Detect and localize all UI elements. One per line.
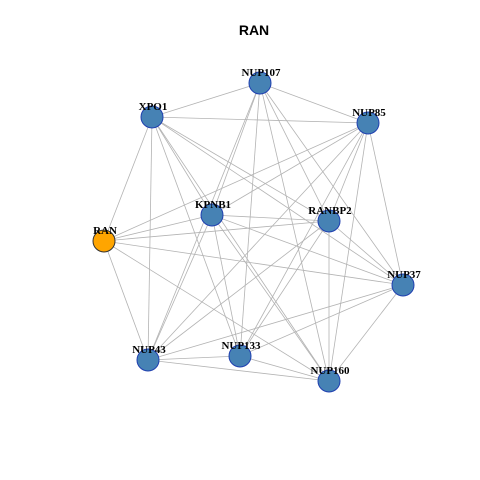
edge-nup85-ranbp2 [328, 122, 369, 222]
node-label-nup160: NUP160 [310, 365, 350, 377]
edge-ranbp2-ran [103, 220, 330, 242]
edge-xpo1-nup85 [151, 116, 369, 124]
node-layer [92, 71, 415, 393]
node-kpnb1[interactable] [200, 203, 224, 227]
edge-xpo1-kpnb1 [151, 116, 213, 216]
edge-kpnb1-nup133 [211, 214, 241, 357]
node-label-nup85: NUP85 [352, 107, 386, 119]
edge-xpo1-nup43 [147, 116, 153, 361]
node-label-kpnb1: KPNB1 [195, 199, 231, 211]
edge-nup85-nup133 [239, 122, 369, 357]
node-label-xpo1: XPO1 [139, 101, 168, 113]
edge-nup85-ran [103, 122, 369, 242]
node-nup43[interactable] [136, 348, 160, 372]
edge-ran-nup37 [103, 240, 404, 286]
node-xpo1[interactable] [140, 105, 164, 129]
edge-nup107-xpo1 [151, 82, 261, 118]
edge-nup107-nup160 [259, 82, 330, 382]
edge-nup37-nup133 [239, 284, 404, 357]
edge-nup37-nup43 [147, 284, 404, 361]
node-ran[interactable] [92, 229, 116, 253]
edge-ran-nup43 [103, 240, 149, 361]
edge-kpnb1-nup37 [211, 214, 404, 286]
node-nup160[interactable] [317, 369, 341, 393]
edge-nup107-ranbp2 [259, 82, 330, 222]
node-label-nup107: NUP107 [241, 67, 281, 79]
edge-layer [103, 82, 404, 382]
edge-xpo1-nup37 [151, 116, 404, 286]
edge-nup37-nup160 [328, 284, 404, 382]
node-nup133[interactable] [228, 344, 252, 368]
node-label-nup37: NUP37 [387, 269, 421, 281]
node-label-ranbp2: RANBP2 [308, 205, 352, 217]
graph-title: RAN [239, 22, 269, 38]
edge-nup107-kpnb1 [211, 82, 261, 216]
node-ranbp2[interactable] [317, 209, 341, 233]
edge-xpo1-nup160 [151, 116, 330, 382]
edge-nup43-nup160 [147, 359, 330, 382]
edge-nup107-nup37 [259, 82, 404, 286]
edge-nup85-nup43 [147, 122, 369, 361]
edge-xpo1-ranbp2 [151, 116, 330, 222]
edge-ranbp2-nup43 [147, 220, 330, 361]
edge-nup107-nup133 [239, 82, 261, 357]
node-label-ran: RAN [93, 225, 117, 237]
edge-nup85-nup160 [328, 122, 369, 382]
edge-kpnb1-nup160 [211, 214, 330, 382]
edge-kpnb1-nup43 [147, 214, 213, 361]
node-nup107[interactable] [248, 71, 272, 95]
node-label-nup133: NUP133 [221, 340, 261, 352]
edge-nup133-nup160 [239, 355, 330, 382]
edge-nup43-nup133 [147, 355, 241, 361]
edge-ranbp2-nup37 [328, 220, 404, 286]
edge-ran-nup160 [103, 240, 330, 382]
edge-nup85-nup37 [367, 122, 404, 286]
edge-kpnb1-ranbp2 [211, 214, 330, 222]
edge-xpo1-ran [103, 116, 153, 242]
node-nup85[interactable] [356, 111, 380, 135]
edge-nup85-kpnb1 [211, 122, 369, 216]
edge-ranbp2-nup133 [239, 220, 330, 357]
edge-kpnb1-ran [103, 214, 213, 242]
node-nup37[interactable] [391, 273, 415, 297]
edge-nup107-nup85 [259, 82, 369, 124]
node-label-nup43: NUP43 [132, 344, 166, 356]
